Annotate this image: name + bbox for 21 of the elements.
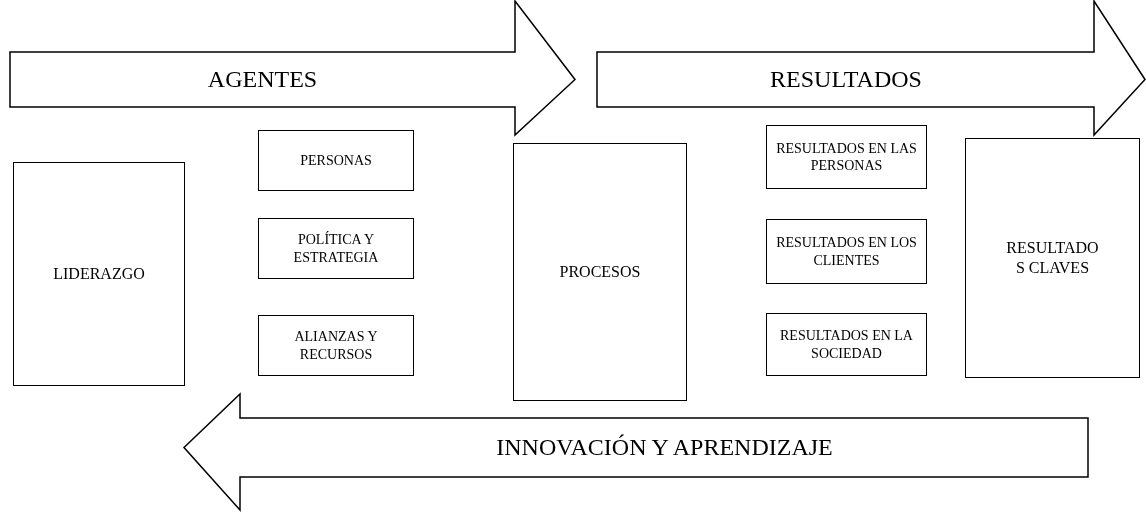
text-box xyxy=(766,219,927,284)
box-label: PERSONAS xyxy=(299,151,373,170)
text-box xyxy=(258,218,414,279)
box-label: RESULTADOS EN LA SOCIEDAD xyxy=(779,327,914,362)
text-box xyxy=(766,313,927,376)
arrow-label: RESULTADOS xyxy=(770,66,922,93)
box-label: RESULTADO S CLAVES xyxy=(1005,238,1100,278)
box-label: RESULTADOS EN LAS PERSONAS xyxy=(775,139,918,175)
text-box xyxy=(965,138,1140,378)
box-label: RESULTADOS EN LOS CLIENTES xyxy=(775,234,918,269)
box-label: ALIANZAS Y RECURSOS xyxy=(293,328,379,363)
box-label: LIDERAZGO xyxy=(52,264,146,284)
text-box xyxy=(258,130,414,191)
text-box xyxy=(513,143,687,401)
arrow-label: INNOVACIÓN Y APRENDIZAJE xyxy=(496,434,833,461)
box-label: POLÍTICA Y ESTRATEGIA xyxy=(292,231,380,266)
text-box xyxy=(766,125,927,189)
box-label: PROCESOS xyxy=(558,262,642,282)
arrow-label: AGENTES xyxy=(207,66,318,93)
text-box xyxy=(258,315,414,376)
text-box xyxy=(13,162,185,386)
